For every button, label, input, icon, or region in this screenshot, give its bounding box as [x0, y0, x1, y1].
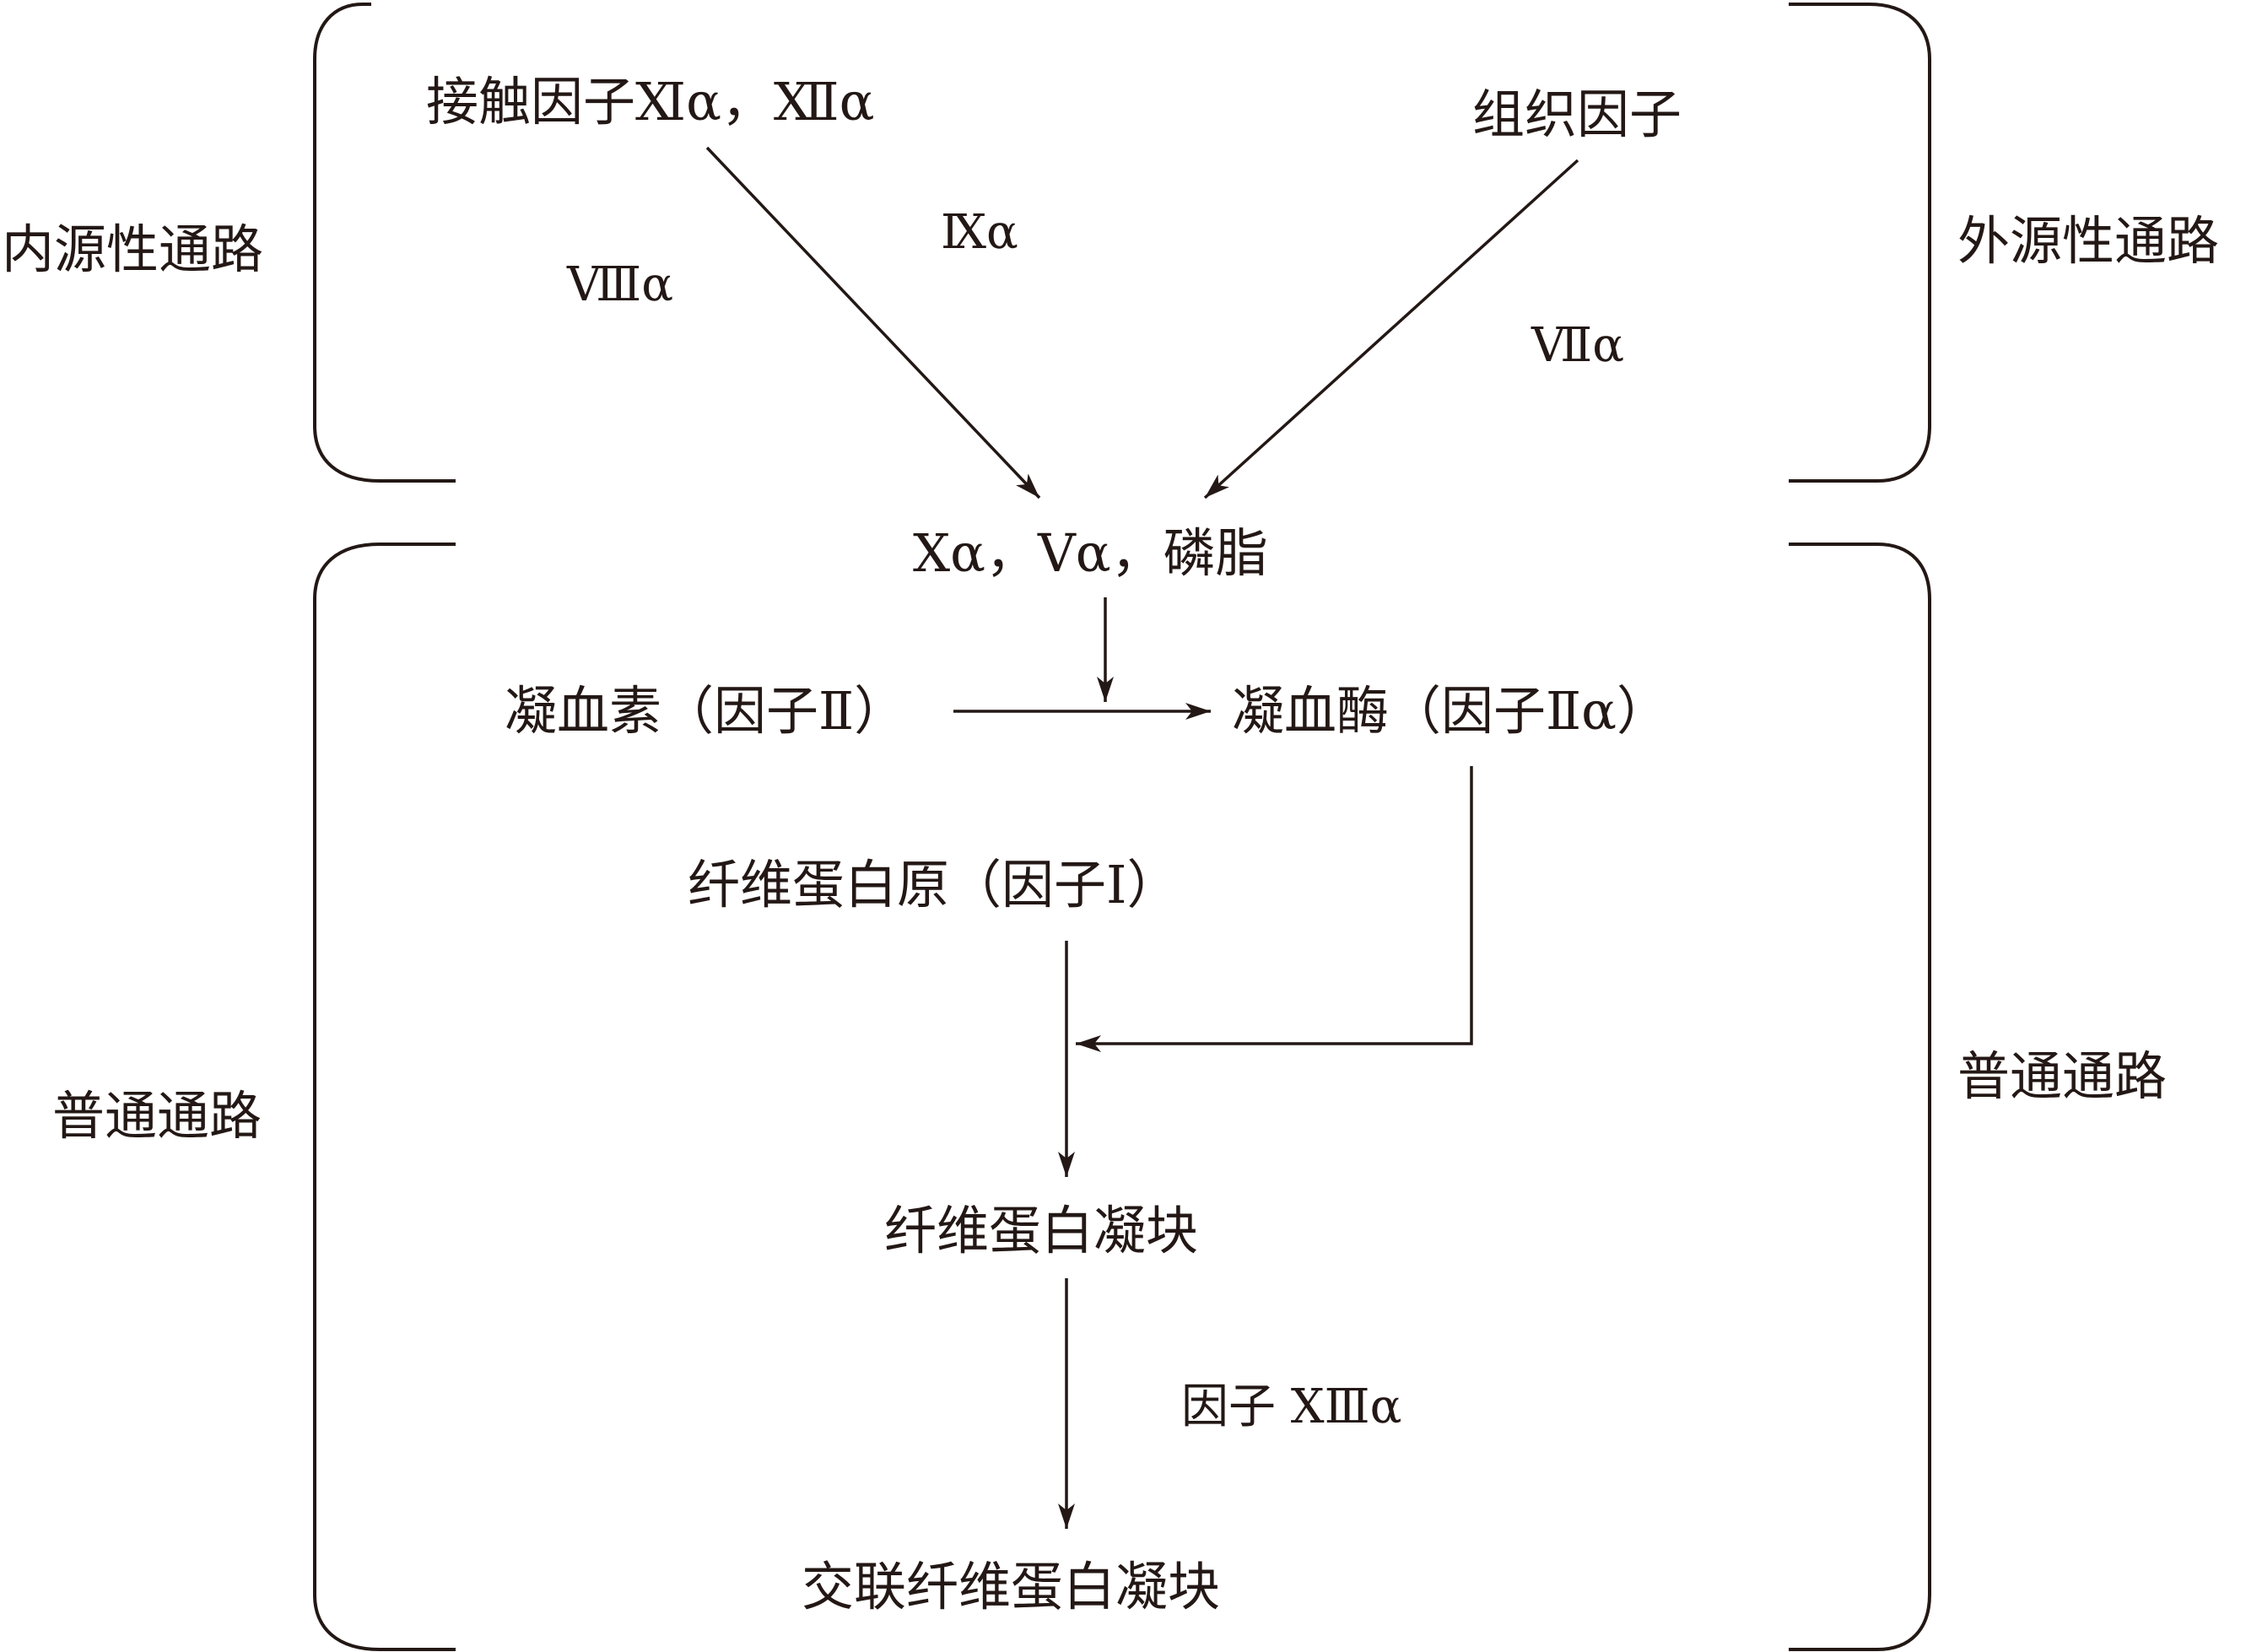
thrombin-node: 凝血酶（因子Ⅱα） [1232, 680, 1670, 742]
bracket-intrinsic [313, 3, 456, 483]
extrinsic-pathway-label: 外源性通路 [1957, 210, 2220, 272]
fibrinogen-node: 纤维蛋白原（因子Ⅰ） [688, 854, 1180, 915]
activator-complex-node: Xα，Vα，磷脂 [913, 522, 1268, 584]
prothrombin-node: 凝血素（因子Ⅱ） [505, 680, 907, 742]
contact-factors-node: 接触因子Ⅺα，Ⅻα [426, 71, 875, 132]
factor-8a-label: Ⅷα [567, 257, 674, 312]
bracket-common-left [313, 543, 456, 1651]
factor-7a-label: Ⅶα [1531, 318, 1625, 373]
common-pathway-label-left: 普通通路 [52, 1085, 262, 1147]
tissue-factor-node: 组织因子 [1472, 84, 1682, 145]
factor-13a-label: 因子 ⅩⅢα [1181, 1379, 1402, 1434]
fibrin-clot-node: 纤维蛋白凝块 [884, 1200, 1199, 1261]
bracket-common-right [1789, 543, 1931, 1651]
arrow-extrinsic [1203, 159, 1579, 499]
bracket-extrinsic [1789, 3, 1931, 483]
arrow-thrombin-to-fibrin [1076, 766, 1473, 1052]
arrow-intrinsic [705, 146, 1041, 499]
factor-9a-label: Ⅸα [941, 205, 1018, 260]
crosslinked-fibrin-clot-node: 交联纤维蛋白凝块 [802, 1556, 1221, 1617]
common-pathway-label-right: 普通通路 [1957, 1045, 2168, 1107]
intrinsic-pathway-label: 内源性通路 [2, 219, 264, 280]
